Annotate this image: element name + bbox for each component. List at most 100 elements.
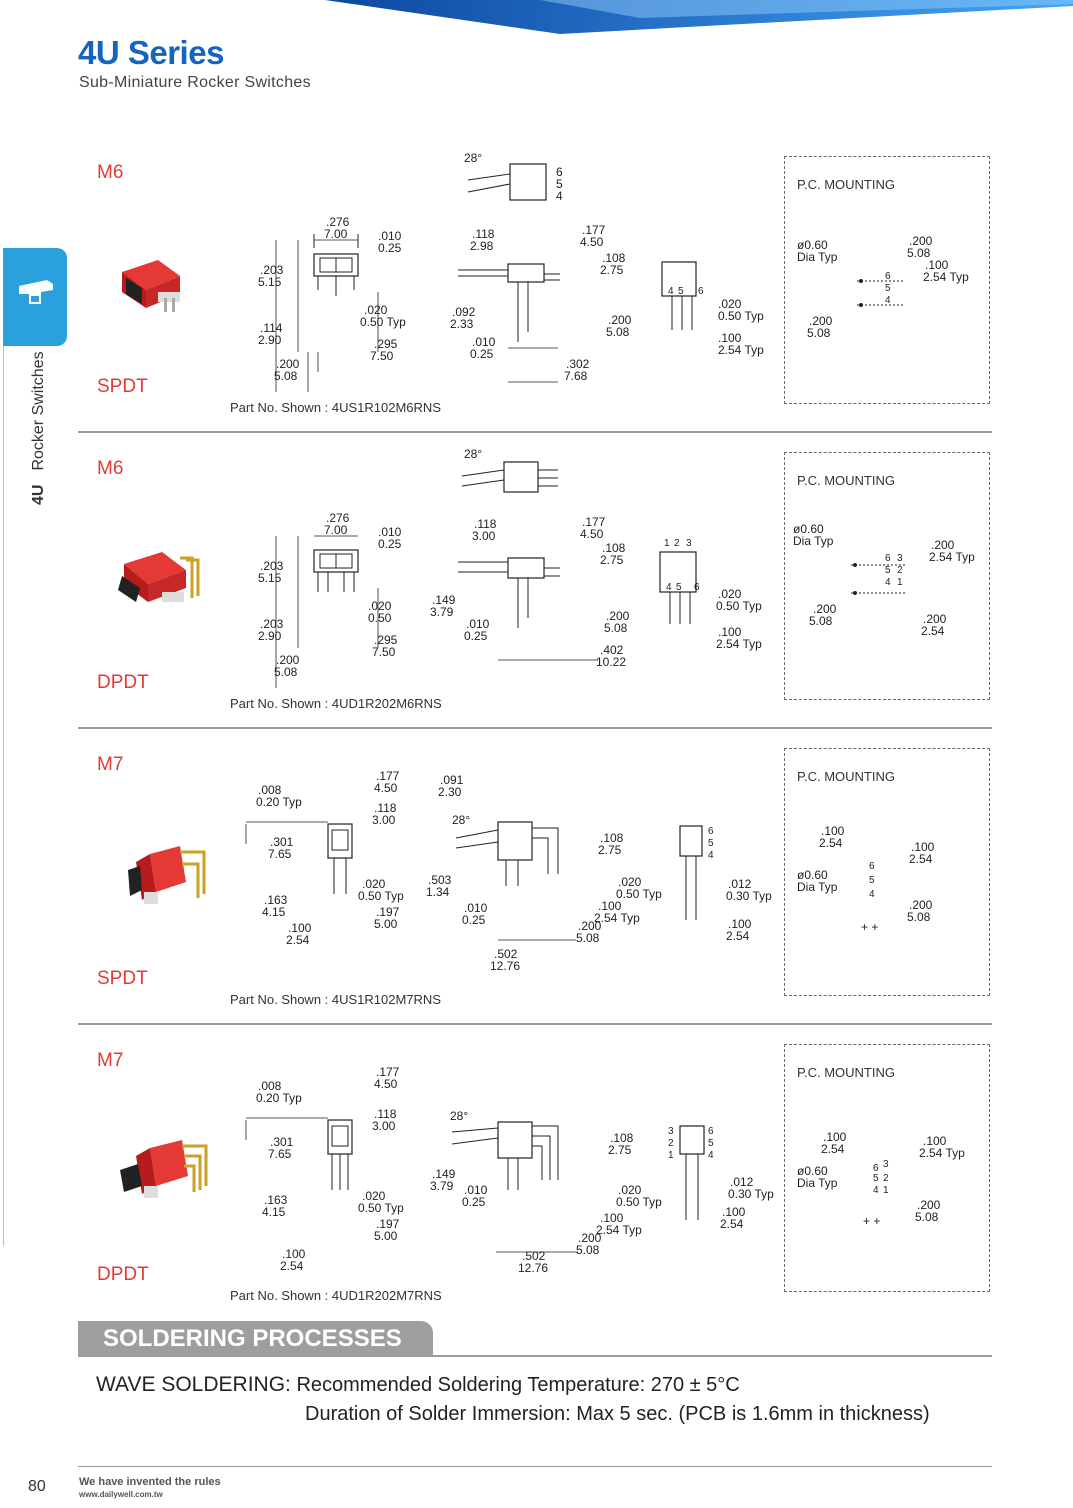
svg-text:0.25: 0.25	[378, 537, 402, 551]
svg-text:2.54 Typ: 2.54 Typ	[596, 1223, 642, 1237]
svg-text:2.90: 2.90	[258, 629, 282, 643]
svg-text:2.54 Typ: 2.54 Typ	[716, 637, 762, 651]
svg-text:6: 6	[694, 582, 700, 593]
svg-text:.118: .118	[374, 1107, 397, 1121]
svg-text:.010: .010	[464, 901, 488, 915]
svg-text:.100: .100	[911, 840, 935, 854]
svg-text:6: 6	[556, 165, 563, 179]
svg-text:2.75: 2.75	[600, 553, 624, 567]
footer-website: www.dailywell.com.tw	[79, 1490, 163, 1499]
svg-text:5.08: 5.08	[606, 325, 630, 339]
svg-text:.200: .200	[923, 612, 947, 626]
svg-text:1: 1	[668, 1150, 674, 1161]
svg-text:0.25: 0.25	[464, 629, 488, 643]
svg-text:28°: 28°	[450, 1109, 468, 1123]
svg-text:Dia Typ: Dia Typ	[797, 1176, 838, 1190]
svg-text:5: 5	[885, 565, 891, 576]
side-series: 4U	[30, 484, 47, 505]
svg-text:.010: .010	[378, 229, 402, 243]
svg-text:.020: .020	[368, 599, 392, 613]
svg-text:2.54: 2.54	[280, 1259, 304, 1273]
page-title: 4U Series	[78, 34, 224, 71]
svg-text:2.54 Typ: 2.54 Typ	[718, 343, 764, 357]
wave-soldering-line: WAVE SOLDERING: Recommended Soldering Te…	[96, 1373, 740, 1397]
svg-text:.200: .200	[276, 357, 300, 371]
svg-text:0.25: 0.25	[462, 1195, 486, 1209]
rocker-switch-icon	[19, 280, 53, 304]
part-number: Part No. Shown : 4UD1R202M7RNS	[230, 1288, 442, 1303]
svg-text:.302: .302	[566, 357, 590, 371]
svg-text:.010: .010	[466, 617, 490, 631]
svg-text:4.50: 4.50	[580, 235, 604, 249]
svg-text:.295: .295	[374, 633, 398, 647]
svg-text:.012: .012	[728, 877, 752, 891]
svg-text:.163: .163	[264, 893, 288, 907]
svg-text:4: 4	[869, 889, 875, 900]
svg-text:.197: .197	[376, 1217, 400, 1231]
svg-text:2.54: 2.54	[909, 852, 933, 866]
svg-text:.502: .502	[522, 1249, 546, 1263]
svg-text:0.50 Typ: 0.50 Typ	[358, 889, 404, 903]
svg-text:0.50: 0.50	[368, 611, 392, 625]
svg-text:.200: .200	[606, 609, 630, 623]
svg-text:7.50: 7.50	[372, 645, 396, 659]
svg-text:0.25: 0.25	[462, 913, 486, 927]
svg-text:5.08: 5.08	[576, 1243, 600, 1257]
wave-soldering-temp: Recommended Soldering Temperature: 270 ±…	[296, 1374, 740, 1396]
svg-text:0.50 Typ: 0.50 Typ	[358, 1201, 404, 1215]
svg-text:ø0.60: ø0.60	[797, 238, 828, 252]
part-number: Part No. Shown : 4UD1R202M6RNS	[230, 696, 442, 711]
svg-text:6: 6	[708, 1126, 714, 1137]
side-rule	[3, 346, 4, 1246]
svg-text:.010: .010	[464, 1183, 488, 1197]
pcb-title: P.C. MOUNTING	[797, 473, 895, 488]
svg-text:ø0.60: ø0.60	[793, 522, 824, 536]
switch-photo	[122, 260, 180, 312]
section-divider	[78, 431, 992, 433]
svg-text:.100: .100	[718, 625, 742, 639]
svg-text:4.15: 4.15	[262, 1205, 286, 1219]
svg-text:.008: .008	[258, 783, 282, 797]
svg-text:5.08: 5.08	[807, 326, 831, 340]
svg-text:1.34: 1.34	[426, 885, 450, 899]
svg-text:5.08: 5.08	[604, 621, 628, 635]
svg-text:2.54: 2.54	[921, 624, 945, 638]
svg-text:4: 4	[885, 577, 891, 588]
svg-text:.200: .200	[809, 314, 833, 328]
svg-text:5.15: 5.15	[258, 571, 282, 585]
svg-text:.149: .149	[432, 1167, 456, 1181]
svg-text:2.54: 2.54	[821, 1142, 845, 1156]
svg-text:5.08: 5.08	[274, 369, 298, 383]
svg-text:5.08: 5.08	[915, 1210, 939, 1224]
pole-type: DPDT	[97, 672, 149, 693]
svg-text:.100: .100	[722, 1205, 746, 1219]
section-m7-dpdt: M7 DPDT Part No. Shown : 4UD1R202M7RNS .…	[78, 1044, 992, 1346]
section-divider	[78, 727, 992, 729]
svg-text:0.20 Typ: 0.20 Typ	[256, 1091, 302, 1105]
svg-text:2: 2	[897, 565, 903, 576]
svg-text:28°: 28°	[464, 448, 482, 461]
svg-text:5.00: 5.00	[374, 1229, 398, 1243]
svg-text:.100: .100	[718, 331, 742, 345]
svg-text:2: 2	[883, 1173, 889, 1184]
svg-text:.108: .108	[602, 541, 626, 555]
svg-text:4.50: 4.50	[374, 1077, 398, 1091]
svg-text:2.54 Typ: 2.54 Typ	[919, 1146, 965, 1160]
svg-text:5: 5	[678, 286, 684, 297]
svg-text:.402: .402	[600, 643, 624, 657]
pcb-title: P.C. MOUNTING	[797, 1065, 895, 1080]
svg-text:.100: .100	[598, 899, 622, 913]
svg-text:+ +: + +	[861, 920, 878, 934]
svg-text:6: 6	[698, 286, 704, 297]
svg-text:3: 3	[668, 1126, 674, 1137]
svg-text:5.08: 5.08	[907, 910, 931, 924]
svg-text:3.79: 3.79	[430, 1179, 454, 1193]
svg-text:4: 4	[708, 1150, 714, 1161]
svg-text:.295: .295	[374, 337, 398, 351]
svg-text:2: 2	[668, 1138, 674, 1149]
